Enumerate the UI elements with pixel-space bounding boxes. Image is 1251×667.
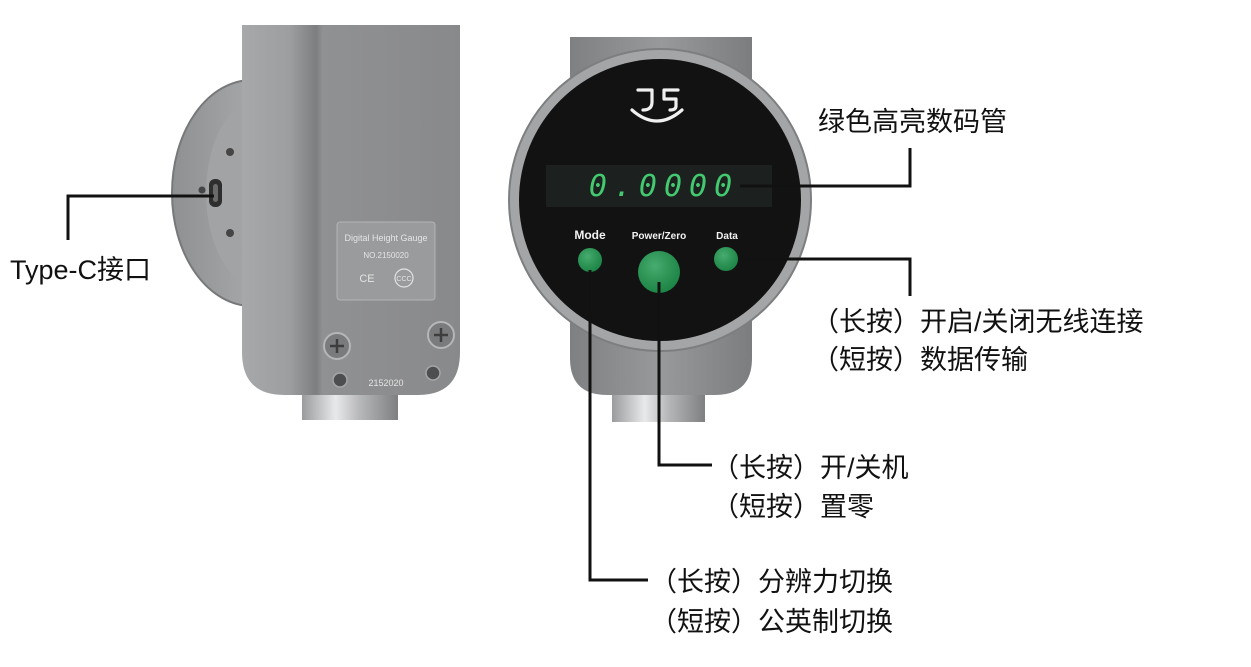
logo-right-glyph [662, 88, 680, 112]
power-zero-button-label: Power/Zero [632, 231, 686, 242]
type-c-leader-line [66, 194, 214, 240]
leader-lines [66, 148, 912, 582]
screw-small-left [332, 372, 348, 388]
data-button-label: Data [716, 231, 738, 242]
logo-arc [630, 108, 684, 123]
plate-model-text: Digital Height Gauge [344, 233, 427, 243]
ce-mark: CE [359, 273, 374, 285]
screw-cross-icon [434, 328, 448, 342]
end-cap-screw-bottom [226, 229, 234, 237]
display-label: 绿色高亮数码管 [818, 107, 1007, 137]
screw-large-left [323, 332, 351, 360]
left-device-side-view: Digital Height Gauge NO.2150020 CE CCC 2… [171, 25, 460, 420]
mode-button-leader-line [588, 270, 648, 582]
ccc-mark: CCC [396, 276, 411, 283]
mode-button-long-press-label: （长按）分辨力切换 [650, 567, 893, 597]
screw-small-right [425, 365, 441, 381]
display-readout: 0.0000 [589, 169, 739, 204]
display-leader-line [740, 148, 912, 188]
type-c-label: Type-C接口 [10, 255, 151, 285]
spec-plate-background [336, 221, 436, 301]
data-button-long-press-label: （长按）开启/关闭无线连接 [812, 307, 1144, 337]
end-cap-screw-top [226, 148, 234, 156]
spec-plate: Digital Height Gauge NO.2150020 CE CCC [336, 221, 436, 301]
power-button-long-press-label: （长按）开/关机 [712, 453, 909, 483]
gauge-body [242, 25, 460, 395]
logo-left-glyph [636, 88, 654, 112]
data-button-leader-line [738, 257, 912, 296]
serial-number: 2152020 [368, 378, 403, 388]
end-cap-screw-left [198, 186, 206, 194]
mode-button-label: Mode [574, 228, 606, 242]
mode-button-shade [578, 248, 602, 272]
type-c-port [209, 179, 222, 207]
power-zero-button-shade [638, 251, 680, 293]
ccc-mark-ring [394, 268, 414, 288]
screw-large-right [427, 321, 455, 349]
power-button-leader-line [657, 282, 712, 467]
digital-display: 0.0000 [546, 165, 772, 207]
brand-logo-icon [630, 88, 684, 123]
data-button-shade [714, 247, 738, 271]
annotations: Type-C接口 绿色高亮数码管 （长按）开启/关闭无线连接 （短按）数据传输 … [10, 107, 1144, 637]
data-button-short-press-label: （短按）数据传输 [812, 345, 1028, 375]
plate-number-text: NO.2150020 [363, 251, 409, 260]
power-button-short-press-label: （短按）置零 [712, 492, 874, 522]
display-window [546, 165, 772, 207]
screw-cross-icon [330, 339, 344, 353]
type-c-port-slot [213, 184, 218, 202]
mode-button-short-press-label: （短按）公英制切换 [650, 607, 893, 637]
